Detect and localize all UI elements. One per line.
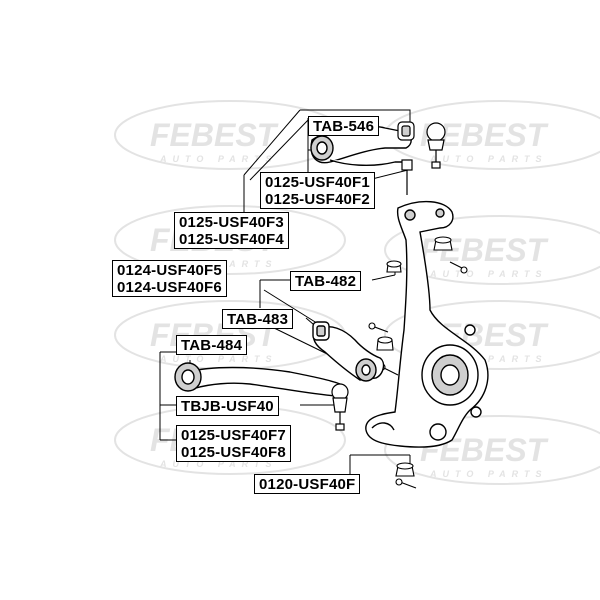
part-number: TAB-483 (227, 311, 289, 328)
wm-tagline: AUTO PARTS (159, 354, 278, 364)
part-label-0125-usf40f1-f2[interactable]: 0125-USF40F1 0125-USF40F2 (260, 172, 375, 209)
lower-ball-joint (331, 383, 349, 431)
part-number: 0125-USF40F7 (181, 427, 286, 444)
part-label-tab-484[interactable]: TAB-484 (176, 335, 248, 355)
part-number: 0124-USF40F6 (117, 279, 222, 296)
wm-tagline: AUTO PARTS (159, 459, 278, 469)
wm-tagline: AUTO PARTS (429, 469, 548, 479)
part-label-tab-483[interactable]: TAB-483 (222, 309, 294, 329)
part-number: 0120-USF40F (259, 476, 356, 493)
part-label-tab-546[interactable]: TAB-546 (308, 116, 380, 136)
part-label-0125-usf40f3-f4[interactable]: 0125-USF40F3 0125-USF40F4 (174, 212, 289, 249)
steering-knuckle (365, 201, 489, 448)
part-number: 0125-USF40F2 (265, 191, 370, 208)
part-number: TBJB-USF40 (181, 398, 274, 415)
wm-tagline: AUTO PARTS (159, 154, 278, 164)
part-label-0120-usf40f[interactable]: 0120-USF40F (254, 474, 361, 494)
part-label-0124-usf40f5-f6[interactable]: 0124-USF40F5 0124-USF40F6 (112, 260, 227, 297)
part-number: TAB-484 (181, 337, 243, 354)
wm-tagline: AUTO PARTS (429, 354, 548, 364)
part-number: TAB-546 (313, 118, 375, 135)
part-label-tab-482[interactable]: TAB-482 (290, 271, 362, 291)
part-number: TAB-482 (295, 273, 357, 290)
part-number: 0125-USF40F4 (179, 231, 284, 248)
part-number: 0125-USF40F1 (265, 174, 370, 191)
lower-rear-arm (312, 321, 385, 382)
part-label-0125-usf40f7-f8[interactable]: 0125-USF40F7 0125-USF40F8 (176, 425, 291, 462)
upper-ball-joint (426, 122, 446, 169)
part-number: 0125-USF40F3 (179, 214, 284, 231)
wm-tagline: AUTO PARTS (429, 154, 548, 164)
upper-arm-bushing-tab546 (397, 121, 415, 141)
wm-brand: FEBEST (150, 117, 279, 153)
part-number: 0124-USF40F5 (117, 262, 222, 279)
wm-tagline: AUTO PARTS (429, 269, 548, 279)
part-label-tbjb-usf40[interactable]: TBJB-USF40 (176, 396, 279, 416)
part-number: 0125-USF40F8 (181, 444, 286, 461)
upper-arm-bolt (401, 159, 413, 195)
